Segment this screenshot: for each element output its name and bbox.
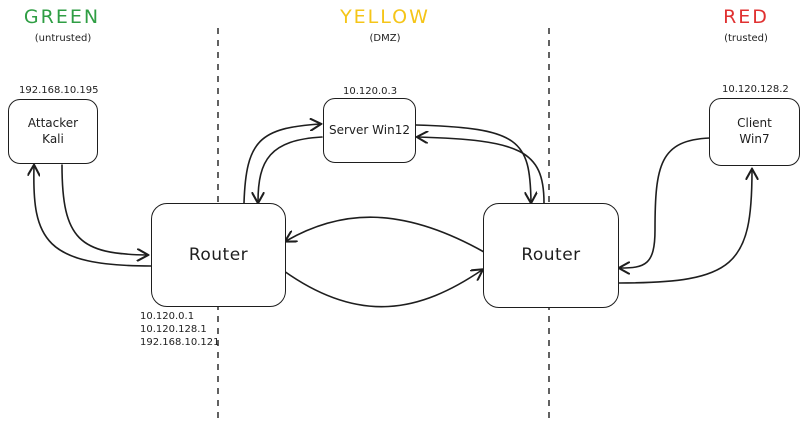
attacker-line2: Kali [42, 131, 64, 146]
link-rrouter-to-lrouter [286, 216, 485, 253]
link-router-to-server [243, 124, 320, 204]
link-rrouter-to-server [418, 137, 545, 204]
link-rrouter-to-client [618, 170, 752, 284]
link-server-to-router [258, 136, 323, 202]
zone-title-green: GREEN [23, 6, 101, 28]
server-label: Server Win12 [329, 122, 410, 137]
link-server-to-rrouter [415, 124, 531, 202]
attacker-node[interactable]: Attacker Kali [8, 99, 98, 164]
zone-title-yellow: YELLOW [340, 6, 430, 28]
router-left-ip-3: 192.168.10.121 [140, 337, 220, 348]
router-left-label: Router [188, 244, 249, 265]
link-attacker-to-router [61, 164, 147, 255]
client-line2: Win7 [739, 132, 770, 146]
server-node[interactable]: Server Win12 [323, 98, 416, 163]
zone-subtitle-red: (trusted) [724, 33, 768, 44]
zone-subtitle-green: (untrusted) [34, 33, 92, 44]
zone-title-red: RED [723, 6, 769, 28]
client-line1: Client [737, 116, 772, 131]
router-left[interactable]: Router [151, 203, 286, 307]
router-left-ip-2: 10.120.128.1 [140, 324, 207, 335]
router-right[interactable]: Router [483, 203, 619, 308]
link-router-to-attacker [34, 166, 152, 267]
router-right-label: Router [521, 245, 581, 266]
client-node[interactable]: Client Win7 [709, 98, 800, 166]
server-ip: 10.120.0.3 [343, 86, 398, 97]
link-lrouter-to-rrouter [283, 270, 482, 308]
zone-subtitle-yellow: (DMZ) [369, 33, 401, 44]
link-client-to-rrouter [620, 137, 711, 268]
attacker-line1: Attacker [27, 115, 79, 130]
router-left-ip-1: 10.120.0.1 [140, 311, 195, 322]
attacker-ip: 192.168.10.195 [19, 85, 99, 96]
client-ip: 10.120.128.2 [722, 84, 789, 95]
